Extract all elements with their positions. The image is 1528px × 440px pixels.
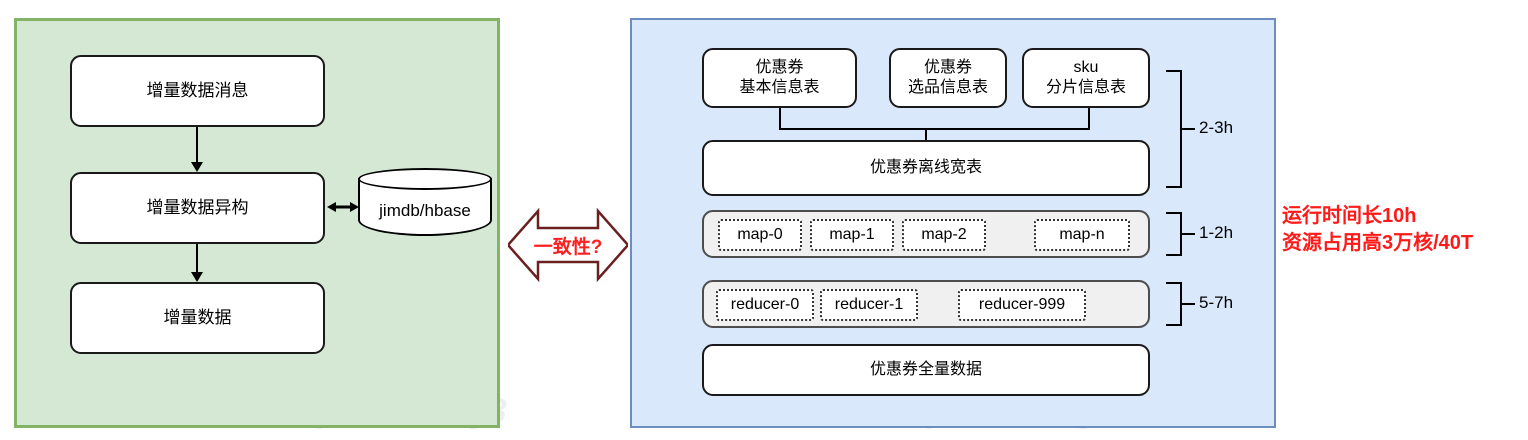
node-coupon-full-data[interactable]: 优惠券全量数据 <box>702 344 1150 396</box>
connector-src0-drop <box>779 108 781 130</box>
consistency-double-arrow[interactable]: 一致性? <box>506 193 630 297</box>
map-task-2[interactable]: map-2 <box>902 219 986 251</box>
arrow-message-to-etl <box>191 127 203 172</box>
node-incremental-etl[interactable]: 增量数据异构 <box>70 172 325 244</box>
map-task-1[interactable]: map-1 <box>810 219 894 251</box>
bracket-stage-1 <box>1166 70 1182 188</box>
connector-bus <box>779 128 1090 130</box>
node-coupon-selection-info-table[interactable]: 优惠券 选品信息表 <box>889 48 1007 108</box>
reducer-task-0[interactable]: reducer-0 <box>716 289 814 321</box>
bracket-tick-3 <box>1182 303 1195 305</box>
bracket-stage-3 <box>1166 282 1182 326</box>
cylinder-icon[interactable]: jimdb/hbase <box>358 168 492 242</box>
arrow-etl-to-data <box>191 244 203 282</box>
reducer-stage-container: reducer-0 reducer-1 reducer-999 <box>702 280 1150 328</box>
reducer-task-1[interactable]: reducer-1 <box>820 289 918 321</box>
cylinder-top <box>358 168 492 190</box>
connector-src2-drop <box>1088 108 1090 130</box>
map-task-n[interactable]: map-n <box>1034 219 1130 251</box>
bracket-stage-2 <box>1166 212 1182 256</box>
map-stage-container: map-0 map-1 map-2 map-n <box>702 210 1150 258</box>
map-task-0[interactable]: map-0 <box>718 219 802 251</box>
node-coupon-offline-wide-table[interactable]: 优惠券离线宽表 <box>702 140 1150 196</box>
bidirectional-arrow-icon <box>327 200 359 214</box>
bracket-tick-2 <box>1182 233 1195 235</box>
node-coupon-basic-info-table[interactable]: 优惠券 基本信息表 <box>702 48 857 108</box>
issues-annotation: 运行时间长10h 资源占用高3万核/40T <box>1282 205 1474 254</box>
reducer-task-999[interactable]: reducer-999 <box>958 289 1086 321</box>
node-incremental-message[interactable]: 增量数据消息 <box>70 55 325 127</box>
bracket-tick-1 <box>1182 128 1195 130</box>
duration-label-1: 2-3h <box>1199 118 1234 137</box>
store-label: jimdb/hbase <box>379 201 471 220</box>
node-incremental-data[interactable]: 增量数据 <box>70 282 325 354</box>
duration-label-2: 1-2h <box>1199 223 1234 242</box>
connector-bus-to-wide-table <box>925 128 927 142</box>
node-sku-shard-info-table[interactable]: sku 分片信息表 <box>1022 48 1150 108</box>
duration-label-3: 5-7h <box>1199 293 1234 312</box>
consistency-label: 一致性? <box>533 236 603 258</box>
